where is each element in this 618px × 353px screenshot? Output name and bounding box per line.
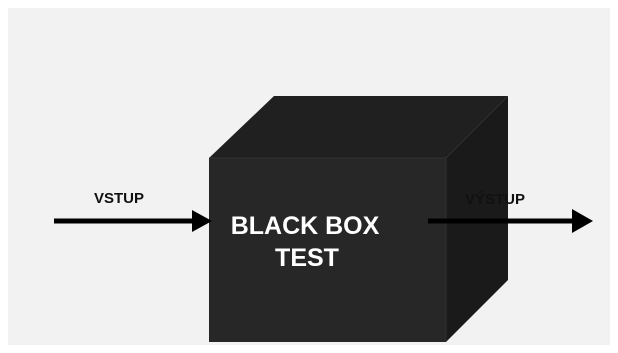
output-arrow xyxy=(428,209,593,233)
box-title-line-1: BLACK BOX xyxy=(231,212,380,240)
input-arrow xyxy=(54,210,212,232)
output-label: VÝSTUP xyxy=(465,190,525,208)
right-arrow-icon xyxy=(572,209,593,233)
cube-top-face xyxy=(209,96,508,158)
right-arrow-icon xyxy=(192,210,212,232)
cube-front-face xyxy=(209,158,446,342)
box-title-line-2: TEST xyxy=(275,244,339,272)
input-label: VSTUP xyxy=(94,190,144,207)
black-box-cube xyxy=(209,96,508,342)
